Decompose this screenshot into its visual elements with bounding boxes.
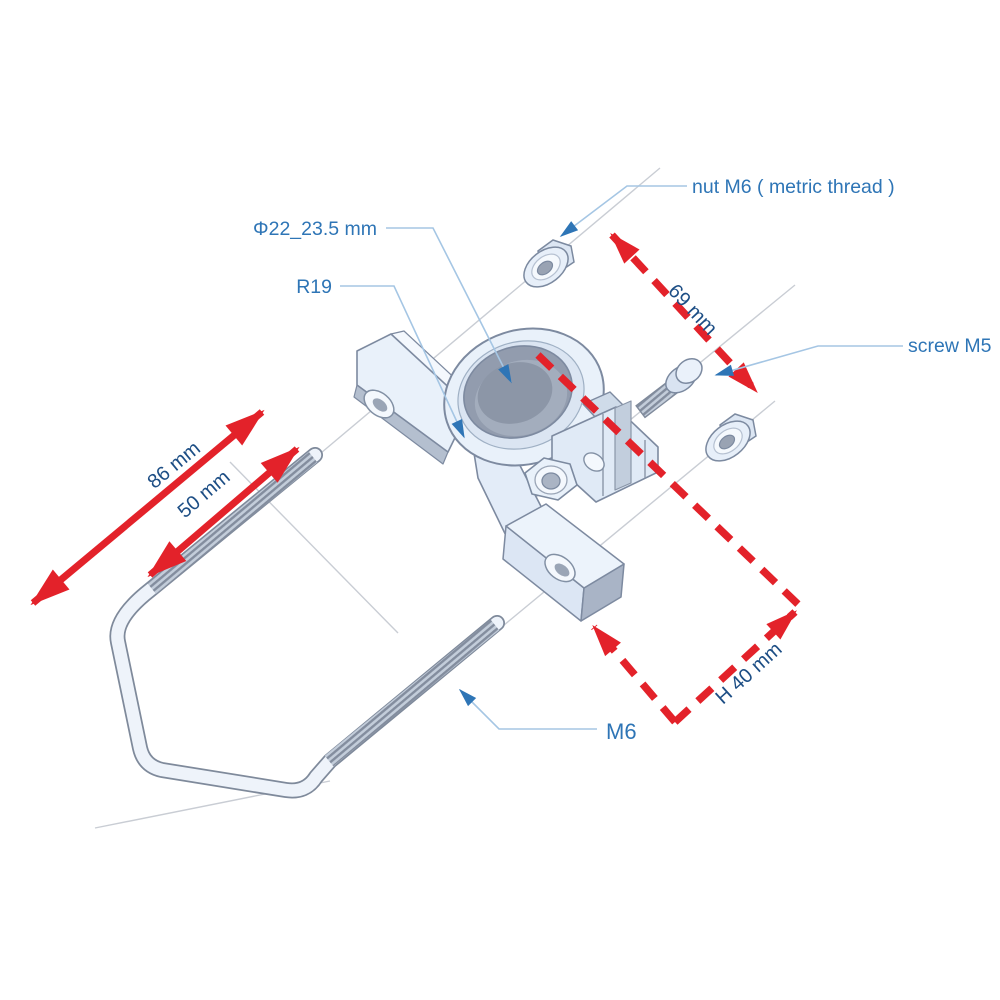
label-r19: R19	[296, 276, 332, 298]
leader-phi22	[386, 227, 512, 384]
dim-arrow-50mm	[147, 446, 300, 578]
clamp-hole	[583, 452, 605, 472]
flange-nut-bottom	[705, 413, 757, 462]
plate-hole-center	[554, 563, 570, 577]
label-phi22: Φ22_23.5 mm	[253, 218, 377, 240]
u-bolt-lower-thread	[324, 619, 500, 767]
dim-line-h40	[672, 609, 798, 725]
leader-nut-m6	[559, 185, 687, 237]
label-nut-m6: nut M6 ( metric thread )	[692, 176, 895, 198]
clamp-slot	[614, 400, 632, 491]
dim-label-69mm: 69 mm	[663, 280, 721, 340]
flange-nut-bottom-hole	[718, 434, 736, 450]
red-dashed-dimensions	[535, 232, 806, 725]
screw-m5	[635, 358, 703, 419]
leader-screw-m5	[714, 345, 903, 376]
clamp-block	[524, 391, 659, 503]
red-length-arrows	[30, 409, 300, 606]
label-m6: M6	[606, 719, 637, 744]
leader-m6	[458, 688, 597, 730]
hex-nut-hole	[541, 472, 561, 490]
u-bolt-body	[111, 448, 504, 797]
flange-nut-top-hole	[536, 260, 554, 276]
label-screw-m5: screw M5	[908, 335, 992, 357]
bracket-bottom-plate	[502, 503, 625, 622]
leader-r19	[340, 285, 465, 439]
bracket-arm-hole	[363, 389, 395, 419]
flange-nut-top	[523, 239, 575, 288]
collar	[443, 327, 605, 467]
clamp-hex-nut	[524, 457, 578, 501]
part-labels: nut M6 ( metric thread ) Φ22_23.5 mm R19…	[253, 176, 992, 744]
dim-line-h40-left-arm	[591, 624, 678, 725]
collar-hole-deep	[477, 362, 553, 424]
mast-bracket	[353, 327, 659, 622]
dim-line-69mm	[609, 232, 759, 394]
leader-lines	[340, 185, 903, 730]
